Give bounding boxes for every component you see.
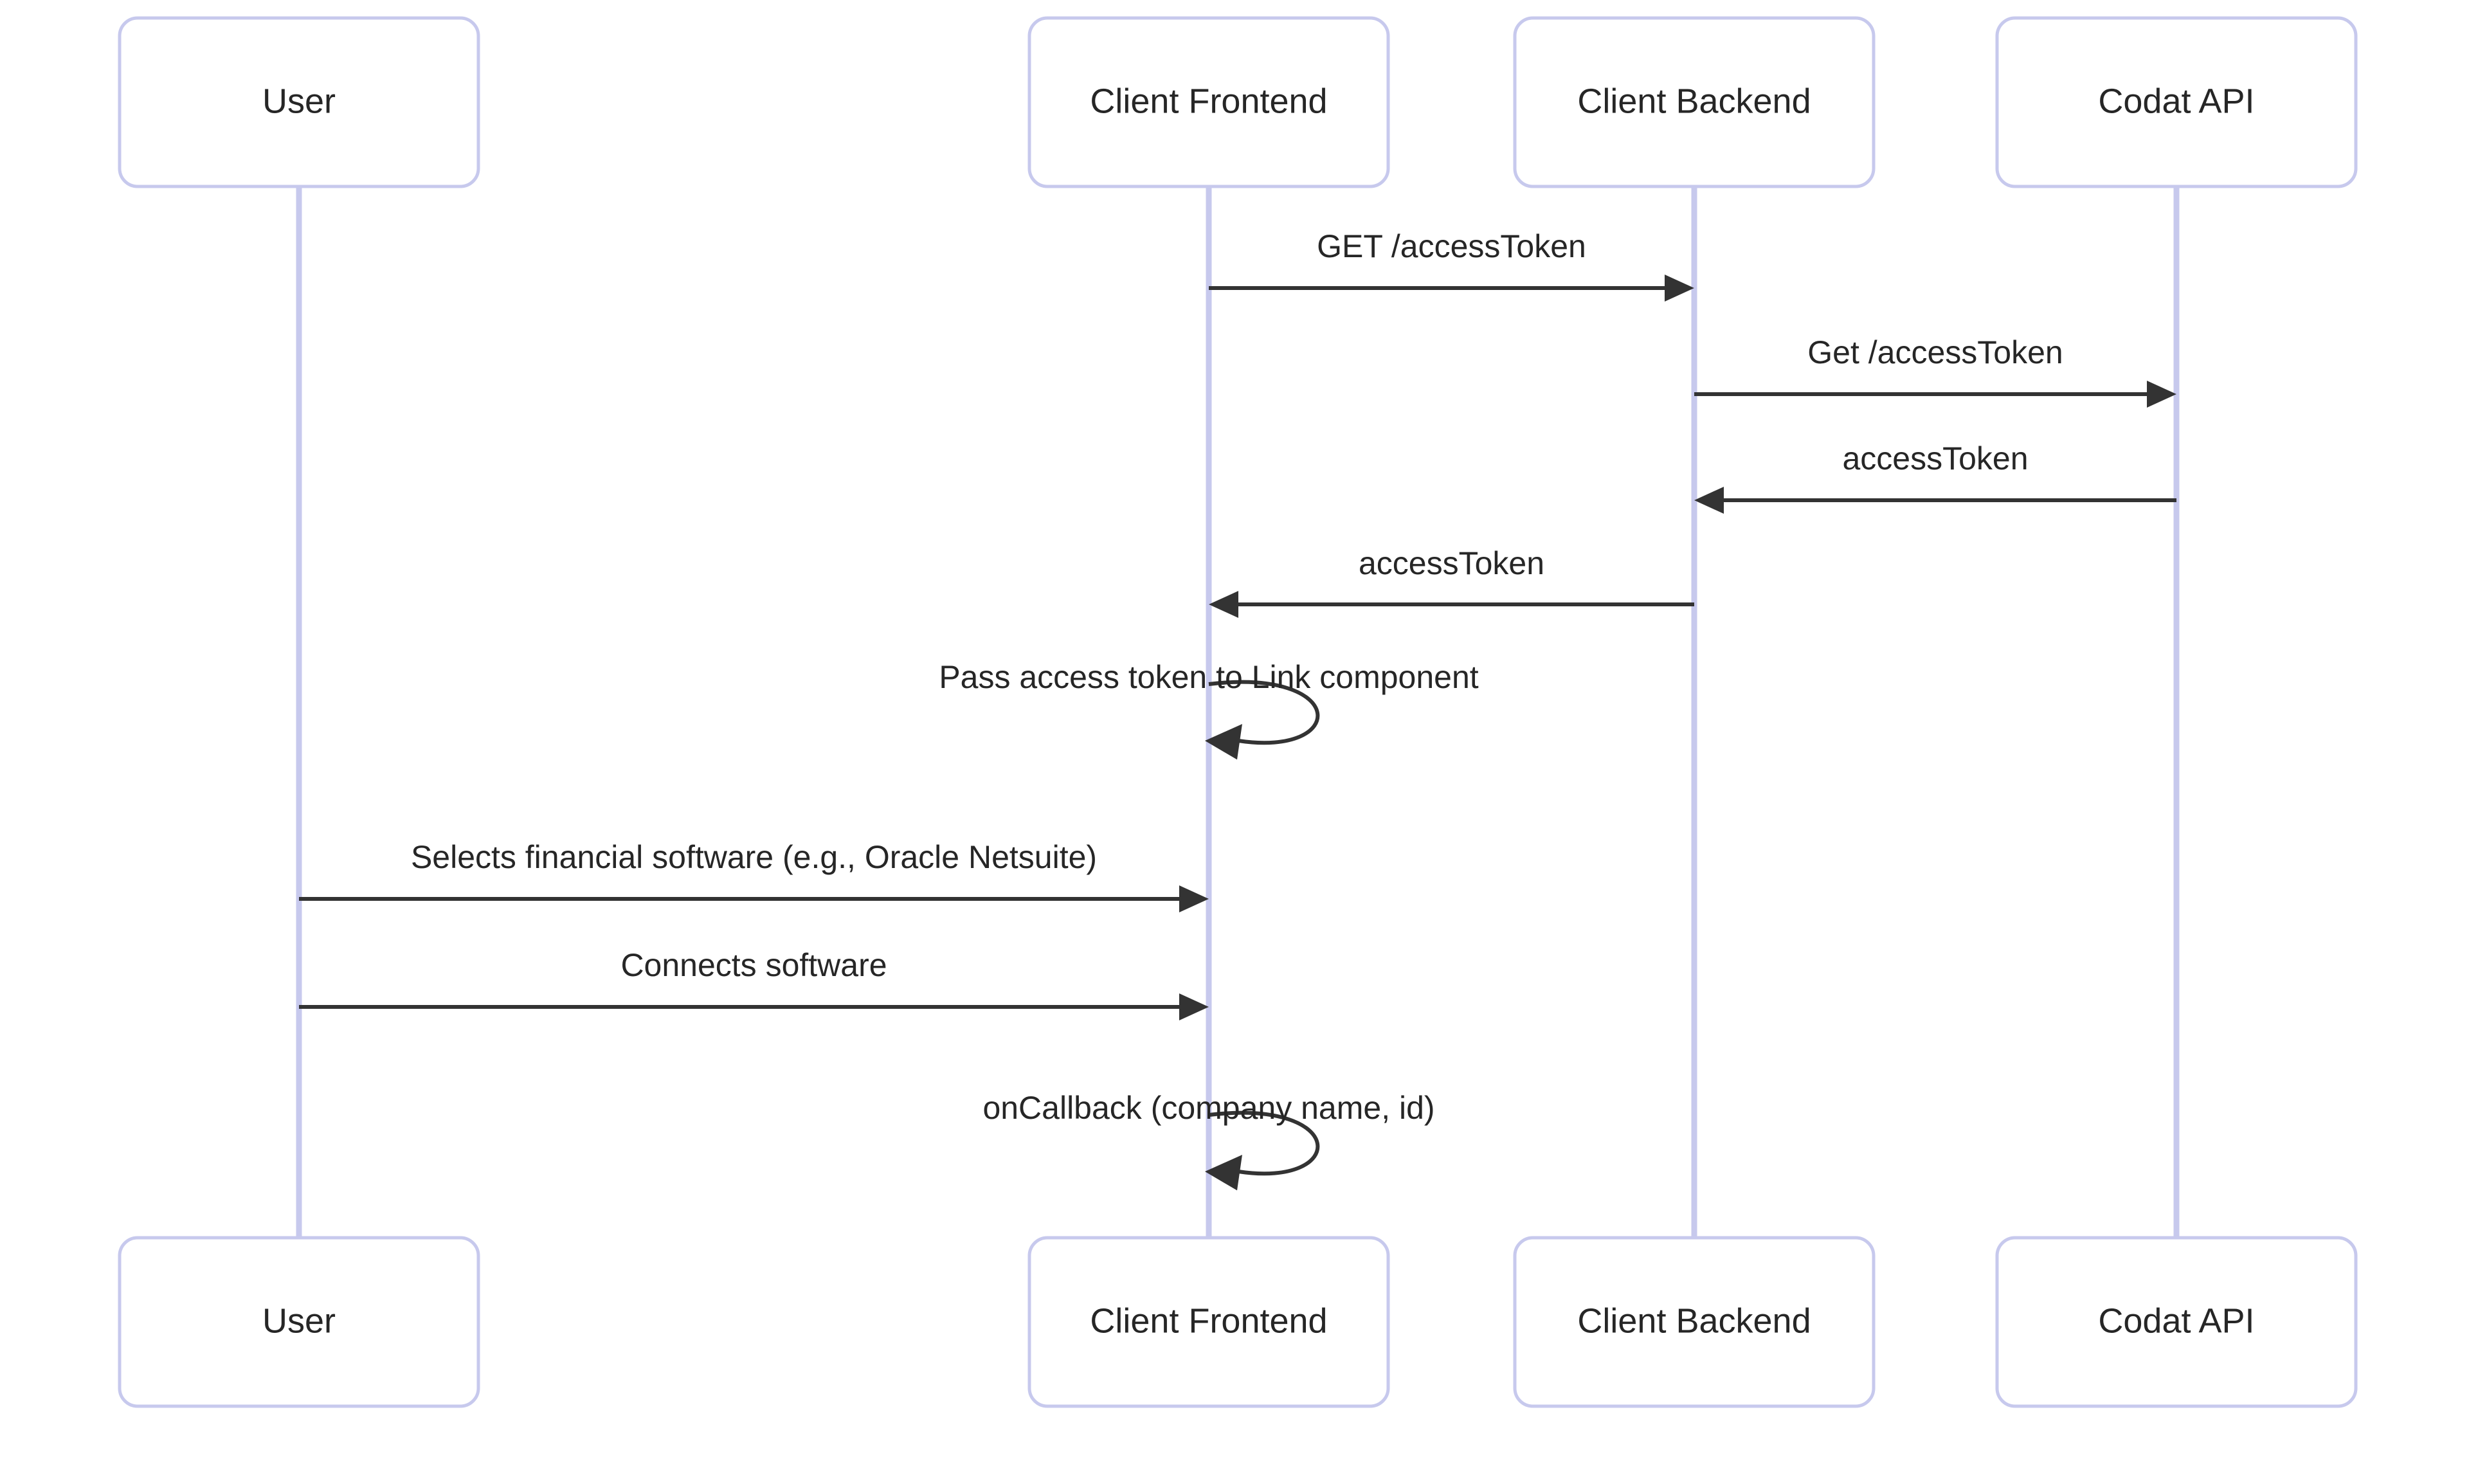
message-arrowhead-m7 [1179,993,1209,1020]
message-label-m4: accessToken [1359,545,1544,581]
message-m3: accessToken [1694,440,2176,514]
message-arrowhead-m8 [1205,1154,1242,1191]
message-arrowhead-m2 [2147,381,2176,408]
actor-box-backend-bottom[interactable] [1513,1236,1876,1408]
actor-label-backend-top: Client Backend [1577,82,1811,120]
message-m6: Selects financial software (e.g., Oracle… [299,839,1209,912]
message-label-m8: onCallback (company name, id) [982,1090,1434,1126]
actor-label-user-bottom: User [262,1301,336,1340]
lifelines-group [296,186,2180,1238]
message-arrowhead-m1 [1665,275,1694,302]
actor-codat-top[interactable]: Codat API [1995,16,2358,188]
message-label-m1: GET /accessToken [1317,228,1586,264]
actor-box-frontend-bottom[interactable] [1027,1236,1390,1408]
message-label-m5: Pass access token to Link component [939,659,1478,695]
message-m2: Get /accessToken [1694,334,2176,408]
message-label-m2: Get /accessToken [1807,334,2063,370]
message-label-m3: accessToken [1842,440,2028,476]
actor-user-top[interactable]: User [118,16,480,188]
message-arrowhead-m4 [1209,591,1238,618]
message-arrowhead-m5 [1205,723,1242,760]
actor-label-frontend-bottom: Client Frontend [1090,1301,1327,1340]
actor-label-frontend-top: Client Frontend [1090,82,1327,120]
message-loop-line-m5 [1208,680,1320,745]
actor-box-codat-bottom[interactable] [1995,1236,2358,1408]
actor-backend-bottom[interactable]: Client Backend [1513,1236,1876,1408]
actor-label-codat-bottom: Codat API [2098,1301,2254,1340]
message-m8: onCallback (company name, id) [982,1090,1435,1191]
message-arrowhead-m3 [1694,487,1724,514]
actor-box-user-bottom[interactable] [118,1236,480,1408]
actor-backend-top[interactable]: Client Backend [1513,16,1876,188]
message-arrowhead-m6 [1179,885,1209,912]
actor-box-codat-top[interactable] [1995,16,2358,188]
actor-boxes-top: User Client Frontend Client Backend Codat A… [118,16,2358,188]
message-m5: Pass access token to Link component [939,659,1479,760]
actor-frontend-bottom[interactable]: Client Frontend [1027,1236,1390,1408]
message-m4: accessToken [1209,545,1694,618]
actor-box-user-top[interactable] [118,16,480,188]
message-loop-line-m8 [1208,1110,1320,1176]
message-label-m7: Connects software [620,947,887,983]
actor-box-backend-top[interactable] [1513,16,1876,188]
actor-label-codat-top: Codat API [2098,82,2254,120]
message-m7: Connects software [299,947,1209,1020]
actor-box-frontend-top[interactable] [1027,16,1390,188]
actor-label-backend-bottom: Client Backend [1577,1301,1811,1340]
actor-frontend-top[interactable]: Client Frontend [1027,16,1390,188]
message-m1: GET /accessToken [1209,228,1694,302]
message-label-m6: Selects financial software (e.g., Oracle… [411,839,1097,875]
actor-user-bottom[interactable]: User [118,1236,480,1408]
actor-label-user-top: User [262,82,336,120]
actor-codat-bottom[interactable]: Codat API [1995,1236,2358,1408]
actor-boxes-bottom: User Client Frontend Client Backend Codat A… [118,1236,2358,1408]
